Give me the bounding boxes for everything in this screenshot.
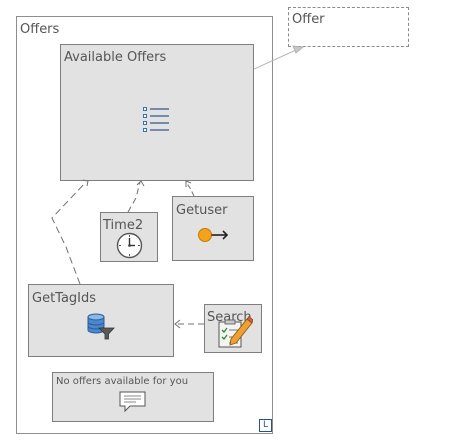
database-filter-icon xyxy=(87,313,115,340)
available-offers-node[interactable]: Available Offers xyxy=(60,44,254,181)
gettagids-label: GetTagIds xyxy=(32,291,97,306)
corner-l-icon: L xyxy=(259,419,272,432)
event-arrow-icon xyxy=(198,228,229,242)
link-arrowhead xyxy=(174,319,181,329)
offer-note[interactable]: Offer xyxy=(288,7,409,47)
link-arrowhead xyxy=(185,180,192,187)
offer-note-label: Offer xyxy=(292,12,325,27)
gettagids-node[interactable]: GetTagIds xyxy=(28,284,174,357)
time2-node[interactable]: Time2 xyxy=(100,212,158,262)
list-icon xyxy=(143,107,169,132)
link-available-offers-to-offer xyxy=(253,49,297,70)
speech-bubble-icon xyxy=(119,391,146,413)
search-node[interactable]: Search xyxy=(204,304,262,353)
link-arrowhead xyxy=(136,180,145,187)
link-gettagids-to-available-offers xyxy=(51,181,87,285)
no-offers-node[interactable]: No offers available for you xyxy=(52,372,214,422)
link-getuser-to-available-offers xyxy=(185,181,195,197)
available-offers-label: Available Offers xyxy=(64,50,167,65)
frame-title: Offers xyxy=(20,22,60,37)
getuser-node[interactable]: Getuser xyxy=(172,196,254,261)
clock-icon xyxy=(116,232,143,259)
no-offers-label: No offers available for you xyxy=(56,376,189,387)
link-arrowhead xyxy=(82,179,89,187)
checklist-pencil-icon xyxy=(218,315,253,348)
getuser-label: Getuser xyxy=(176,203,228,218)
search-label: Search xyxy=(207,310,252,325)
link-time2-to-available-offers xyxy=(127,181,141,213)
link-arrowhead xyxy=(292,45,304,54)
time2-label: Time2 xyxy=(103,218,144,233)
